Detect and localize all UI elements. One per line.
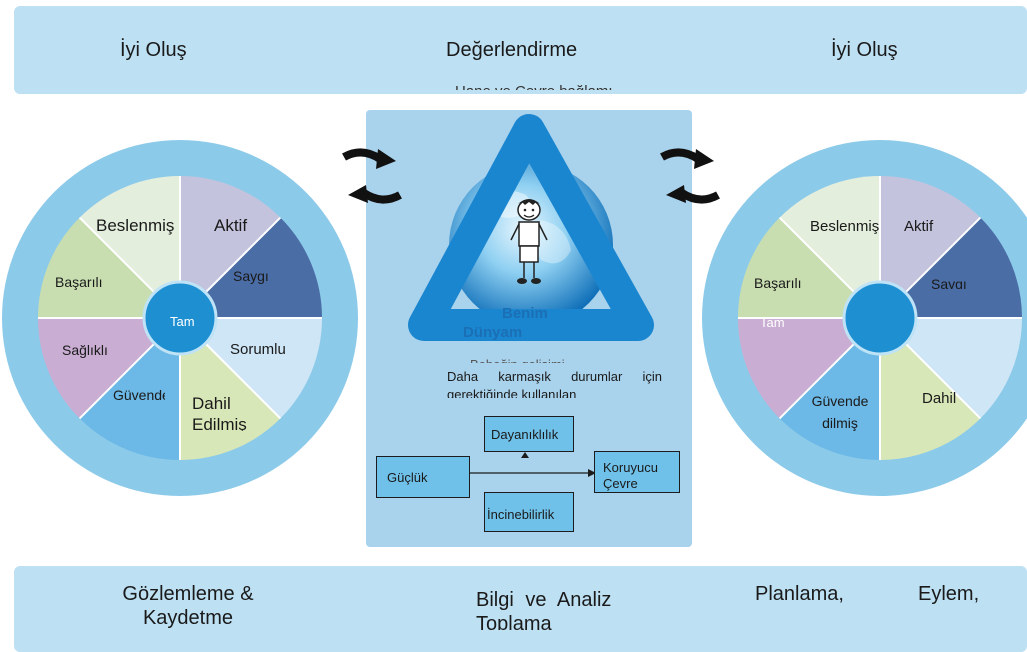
top-right-label: İyi Oluş bbox=[831, 39, 898, 61]
box-protective: Koruyucu Çevre bbox=[594, 451, 680, 493]
box-resilience: Dayanıklılık bbox=[484, 416, 574, 452]
bottom-banner bbox=[14, 566, 1027, 652]
right-seg-dahil: Dahil bbox=[922, 390, 957, 407]
box-adversity: Güçlük bbox=[376, 456, 470, 498]
top-partial-label: Hane ve Çevre bağlamı bbox=[455, 80, 613, 90]
right-seg-aktif: Aktif bbox=[904, 218, 934, 235]
bottom-left-label: Gözlemleme & Kaydetme bbox=[122, 583, 254, 629]
top-left-label: İyi Oluş bbox=[120, 39, 187, 61]
cycle-arrows-right-icon bbox=[660, 148, 720, 204]
box-vulnerability: İncinebilirlik bbox=[484, 492, 574, 532]
left-seg-beslenmis: Beslenmiş bbox=[96, 216, 175, 235]
top-center-label: Değerlendirme bbox=[446, 39, 578, 61]
child-icon bbox=[510, 199, 548, 284]
left-seg-aktif: Aktif bbox=[214, 216, 248, 235]
bottom-right-label-2: Eylem, bbox=[918, 583, 980, 605]
triangle-shape bbox=[408, 114, 654, 341]
left-seg-guvende: Güvende bbox=[113, 387, 165, 403]
left-wheel-hub bbox=[142, 280, 218, 356]
right-seg-beslenmis: Beslenmiş bbox=[810, 218, 880, 235]
world-label-benim: Benim bbox=[502, 305, 548, 322]
flow-arrows bbox=[470, 452, 596, 477]
left-seg-sorumlu: Sorumlu bbox=[230, 341, 286, 356]
left-seg-dahil: Dahil Edilmiş bbox=[192, 394, 247, 431]
left-seg-saygi: Saygı bbox=[233, 268, 269, 284]
right-seg-basarili: Başarılı bbox=[754, 275, 802, 291]
right-hub-label: Tam bbox=[760, 315, 785, 330]
top-banner bbox=[14, 6, 1027, 94]
center-description: Daha karmaşık durumlar için gerektiğinde… bbox=[447, 369, 662, 398]
left-seg-basarili: Başarılı bbox=[55, 274, 103, 290]
left-seg-saglikli: Sağlıklı bbox=[62, 342, 108, 358]
bottom-center-label: Bilgi ve Analiz Toplama bbox=[476, 589, 612, 630]
right-wheel-hub bbox=[842, 280, 918, 356]
right-seg-saygi: Saygı bbox=[931, 276, 967, 289]
right-seg-guvende: Güvende dilmiş bbox=[811, 393, 869, 431]
left-wheel bbox=[2, 140, 358, 496]
bottom-right-label-1: Planlama, bbox=[755, 583, 844, 605]
faint-label: Bebeğin gelişimi bbox=[470, 356, 565, 363]
world-label-dunyam: Dünyam bbox=[463, 324, 523, 341]
right-wheel bbox=[702, 140, 1027, 496]
left-hub-label: Tam bbox=[170, 314, 195, 329]
cycle-arrows-left-icon bbox=[342, 148, 402, 204]
